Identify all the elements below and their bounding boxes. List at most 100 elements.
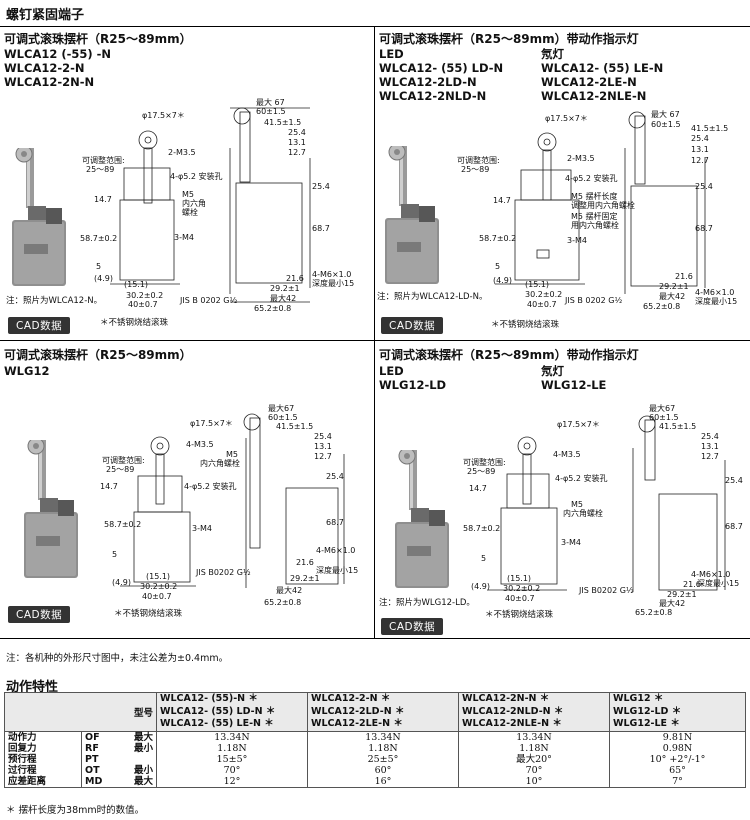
row-label: 动作力 回复力 预行程 过行程 应差距离 (4, 730, 82, 788)
model-list: WLG12 (4, 364, 49, 378)
dim-label: (15.1) (124, 280, 149, 289)
dim-label: 68.7 (326, 518, 344, 527)
dim-label: 40±0.7 (505, 594, 535, 603)
row-name: 预行程 (8, 753, 37, 765)
value-column: 13.34N 1.18N 最大20° 70° 10° (458, 730, 610, 788)
panel-wlg12-indicator: 可调式滚珠摆杆（R25～89mm）带动作指示灯 LED WLG12-LD 氖灯 … (375, 342, 750, 638)
divider (0, 340, 750, 341)
model-name: WLCA12- (55)-N ＊ (160, 693, 258, 704)
page-title: 螺钉紧固端子 (6, 8, 85, 23)
value-cell: 13.34N (365, 731, 401, 743)
dim-label: 5 (481, 554, 487, 563)
row-name: 应差距离 (8, 775, 47, 787)
dimension-drawing: φ17.5×7＊ 可调整范围: 25～89 2-M3.5 4-φ5.2 安装孔 … (80, 98, 374, 318)
dim-label: 21.6 (683, 580, 701, 589)
dim-label: 25～89 (461, 165, 490, 174)
panel-title: 可调式滚珠摆杆（R25～89mm） (4, 348, 192, 362)
dim-label: 41.5±1.5 (264, 118, 302, 127)
dim-label: 29.2±1 (270, 284, 300, 293)
dim-label: 21.6 (296, 558, 314, 567)
neon-label: 氖灯 (541, 47, 564, 61)
dim-label: 14.7 (94, 195, 112, 204)
dim-label: 29.2±1 (290, 574, 320, 583)
dim-label: 65.2±0.8 (264, 598, 302, 607)
dim-label: 58.7±0.2 (463, 524, 501, 533)
row-code: OT (85, 764, 100, 776)
dim-label: 4-M6×1.0 (695, 288, 735, 297)
row-qualifier: 最小 (133, 742, 153, 754)
product-photo (12, 148, 67, 287)
row-qualifier: 最大 (133, 775, 153, 787)
dim-label: 4-M6×1.0 (312, 270, 352, 279)
dim-label: 调整用内六角螺栓 (571, 201, 635, 210)
dim-label: 可调整范围: (82, 156, 125, 165)
model-list-neon: 氖灯 WLG12-LE (541, 364, 606, 392)
value-cell: 0.98N (662, 742, 693, 754)
dim-label: JIS B0202 G½ (579, 586, 634, 595)
value-cell: 60° (374, 764, 392, 776)
model-name: WLCA12-2NLE-N ＊ (462, 718, 562, 729)
cad-data-button[interactable]: CAD数据 (8, 317, 71, 334)
value-cell: 1.18N (217, 742, 247, 754)
dim-label: 30.2±0.2 (525, 290, 563, 299)
photo-note: 注：照片为WLG12-LD。 (379, 598, 475, 608)
dim-label: 内六角螺栓 (200, 459, 240, 468)
dim-label: 68.7 (725, 522, 743, 531)
dim-label: 螺栓 (182, 208, 198, 217)
model-list-led: LED WLG12-LD (379, 364, 446, 392)
dim-label: 13.1 (701, 442, 719, 451)
dim-label: 12.7 (701, 452, 719, 461)
neon-label: 氖灯 (541, 364, 564, 378)
dim-label: 25.4 (691, 134, 709, 143)
dim-label: 41.5±1.5 (691, 124, 729, 133)
dim-label: M5 (226, 450, 238, 459)
row-qualifier: 最大 (133, 731, 153, 743)
dimension-drawing: φ17.5×7＊ 可调整范围: 25～89 2-M3.5 4-φ5.2 安装孔 … (455, 108, 750, 320)
product-photo (24, 440, 79, 579)
row-name: 回复力 (8, 742, 37, 754)
model-list: WLCA12 (-55) -N WLCA12-2-N WLCA12-2N-N (4, 47, 111, 89)
dim-label: 13.1 (288, 138, 306, 147)
dim-label: 25.4 (314, 432, 332, 441)
photo-note: 注：照片为WLCA12-LD-N。 (377, 292, 488, 302)
model-name: WLCA12 (-55) -N (4, 47, 112, 61)
dim-label: 4-φ5.2 安装孔 (184, 482, 237, 491)
stainless-note: ＊不锈钢烧结滚珠 (491, 320, 560, 330)
dim-label: (15.1) (146, 572, 171, 581)
dim-label: φ17.5×7＊ (142, 111, 185, 120)
dim-label: 68.7 (312, 224, 330, 233)
dim-label: 最大 67 (256, 98, 285, 107)
dim-label: 4-φ5.2 安装孔 (555, 474, 608, 483)
stainless-note: ＊不锈钢烧结滚珠 (114, 609, 183, 619)
model-name: WLCA12- (55) LD-N ＊ (160, 705, 276, 717)
dim-label: 58.7±0.2 (80, 234, 118, 243)
dim-label: φ17.5×7＊ (545, 114, 588, 123)
dim-label: 3-M4 (192, 524, 212, 533)
cad-data-button[interactable]: CAD数据 (381, 618, 444, 635)
cad-data-button[interactable]: CAD数据 (8, 606, 71, 623)
dim-label: 5 (112, 550, 118, 559)
dim-label: 深度最小15 (695, 297, 738, 306)
model-name: WLG12 (4, 364, 50, 378)
dim-label: 60±1.5 (268, 413, 298, 422)
dim-label: 可调整范围: (102, 456, 145, 465)
tolerance-note: 注：各机种的外形尺寸图中，未注公差为±0.4mm。 (6, 653, 229, 664)
photo-note: 注：照片为WLCA12-N。 (6, 296, 103, 306)
dim-label: 25.4 (725, 476, 743, 485)
led-label: LED (379, 47, 404, 61)
product-photo (385, 146, 440, 285)
dim-label: 4-M6×1.0 (691, 570, 731, 579)
model-name: WLCA12- (55) LE-N (541, 61, 664, 75)
product-photo (395, 450, 450, 589)
dim-label: 12.7 (691, 156, 709, 165)
model-name: WLG12-LE ＊ (613, 718, 680, 729)
dim-label: 2-M3.5 (567, 154, 595, 163)
spec-table: 型号 WLCA12- (55)-N ＊ WLCA12- (55) LD-N ＊ … (4, 692, 746, 788)
cad-data-button[interactable]: CAD数据 (381, 317, 444, 334)
panel-title: 可调式滚珠摆杆（R25～89mm）带动作指示灯 (379, 348, 639, 362)
table-header-row: 型号 WLCA12- (55)-N ＊ WLCA12- (55) LD-N ＊ … (4, 692, 746, 732)
dim-label: 最大67 (268, 404, 295, 413)
value-cell: 15±5° (216, 753, 248, 765)
value-column: 13.34N 1.18N 25±5° 60° 16° (307, 730, 459, 788)
value-cell: 16° (374, 775, 392, 787)
